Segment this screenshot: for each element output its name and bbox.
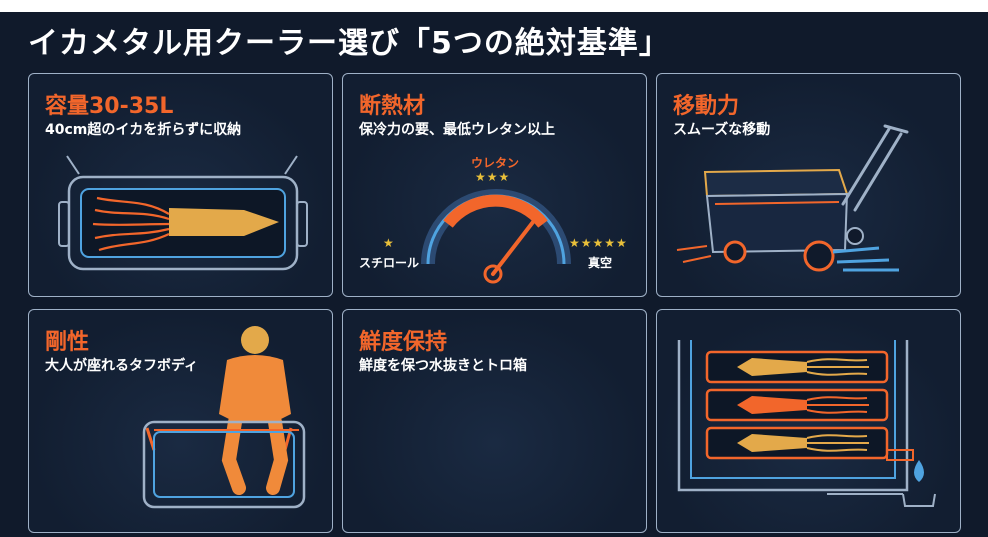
panel-subtitle: 大人が座れるタフボディ	[45, 358, 199, 374]
person-icon	[219, 326, 291, 495]
panel-subtitle: スムーズな移動	[673, 122, 771, 138]
panel-title: 鮮度保持	[359, 330, 448, 355]
gauge-label-urethane: ウレタン	[471, 156, 520, 170]
panel-insulation: 断熱材 保冷力の要、最低ウレタン以上 ★ スチロール ウレタン ★★★ ★★★★…	[342, 73, 647, 297]
squid-icon	[92, 196, 279, 252]
panel-title: 移動力	[673, 94, 740, 119]
panel-subtitle: 40cm超のイカを折らずに収納	[45, 122, 242, 138]
panel-subtitle: 保冷力の要、最低ウレタン以上	[359, 122, 555, 138]
gauge-label-vacuum: 真空	[588, 256, 613, 270]
rating-stars-vacuum: ★★★★★	[569, 236, 628, 250]
panel-title: 容量30-35L	[45, 94, 174, 119]
squid-icon	[737, 396, 869, 414]
panel-title: 剛性	[45, 330, 90, 355]
panel-subtitle: 鮮度を保つ水抜きとトロ箱	[359, 358, 527, 374]
top-strip	[0, 0, 988, 12]
gauge-label-styrofoam: スチロール	[359, 256, 420, 270]
insulation-gauge	[421, 189, 571, 284]
squid-icon	[737, 434, 869, 452]
squid-icon	[737, 358, 869, 376]
person-sitting-on-cooler-illustration	[142, 326, 306, 509]
fish-trays-illustration	[677, 340, 936, 507]
rating-stars-urethane: ★★★	[475, 170, 511, 184]
panel-freshness: 鮮度保持 鮮度を保つ水抜きとトロ箱	[342, 309, 647, 533]
wheeled-cooler-illustration	[676, 124, 909, 272]
panel-rigidity: 剛性 大人が座れるタフボディ	[28, 309, 333, 533]
panel-capacity: 容量30-35L 40cm超のイカを折らずに収納	[28, 73, 333, 297]
panel-tray-illustration	[656, 309, 961, 533]
rating-stars-styrofoam: ★	[383, 236, 395, 250]
cooler-topview-illustration	[58, 155, 308, 271]
panel-title: 断熱材	[359, 94, 426, 119]
page-title: イカメタル用クーラー選び「5つの絶対基準」	[28, 26, 670, 61]
panel-mobility: 移動力 スムーズな移動	[656, 73, 961, 297]
water-drop-icon	[914, 460, 924, 482]
